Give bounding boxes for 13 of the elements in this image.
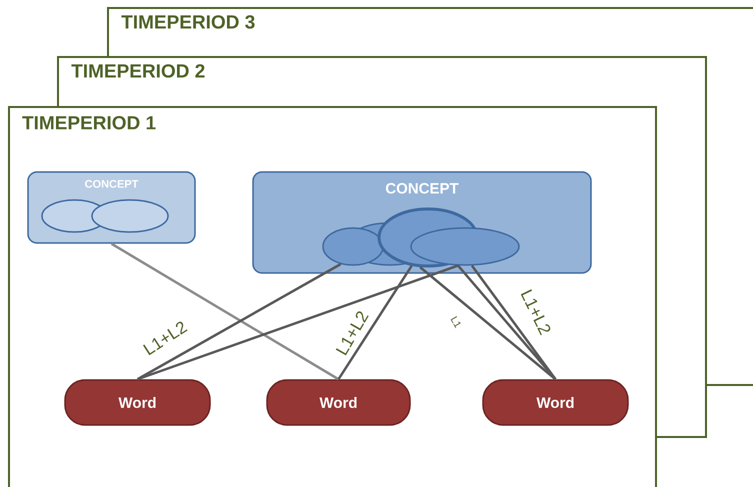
concept-box: CONCEPT — [27, 171, 196, 244]
word-pill: Word — [482, 379, 629, 426]
edge-label: L1 — [450, 316, 461, 328]
ellipse — [410, 227, 520, 266]
word-pill: Word — [64, 379, 211, 426]
connector-line — [419, 266, 556, 380]
ellipse — [322, 227, 384, 266]
word-pill: Word — [266, 379, 411, 426]
connector-line — [110, 242, 340, 380]
connector-line — [137, 264, 458, 380]
frame-panel: TIMEPERIOD 3 — [107, 7, 753, 57]
frame-panel: TIMEPERIOD 2 — [57, 56, 707, 106]
connector-line — [337, 265, 413, 380]
